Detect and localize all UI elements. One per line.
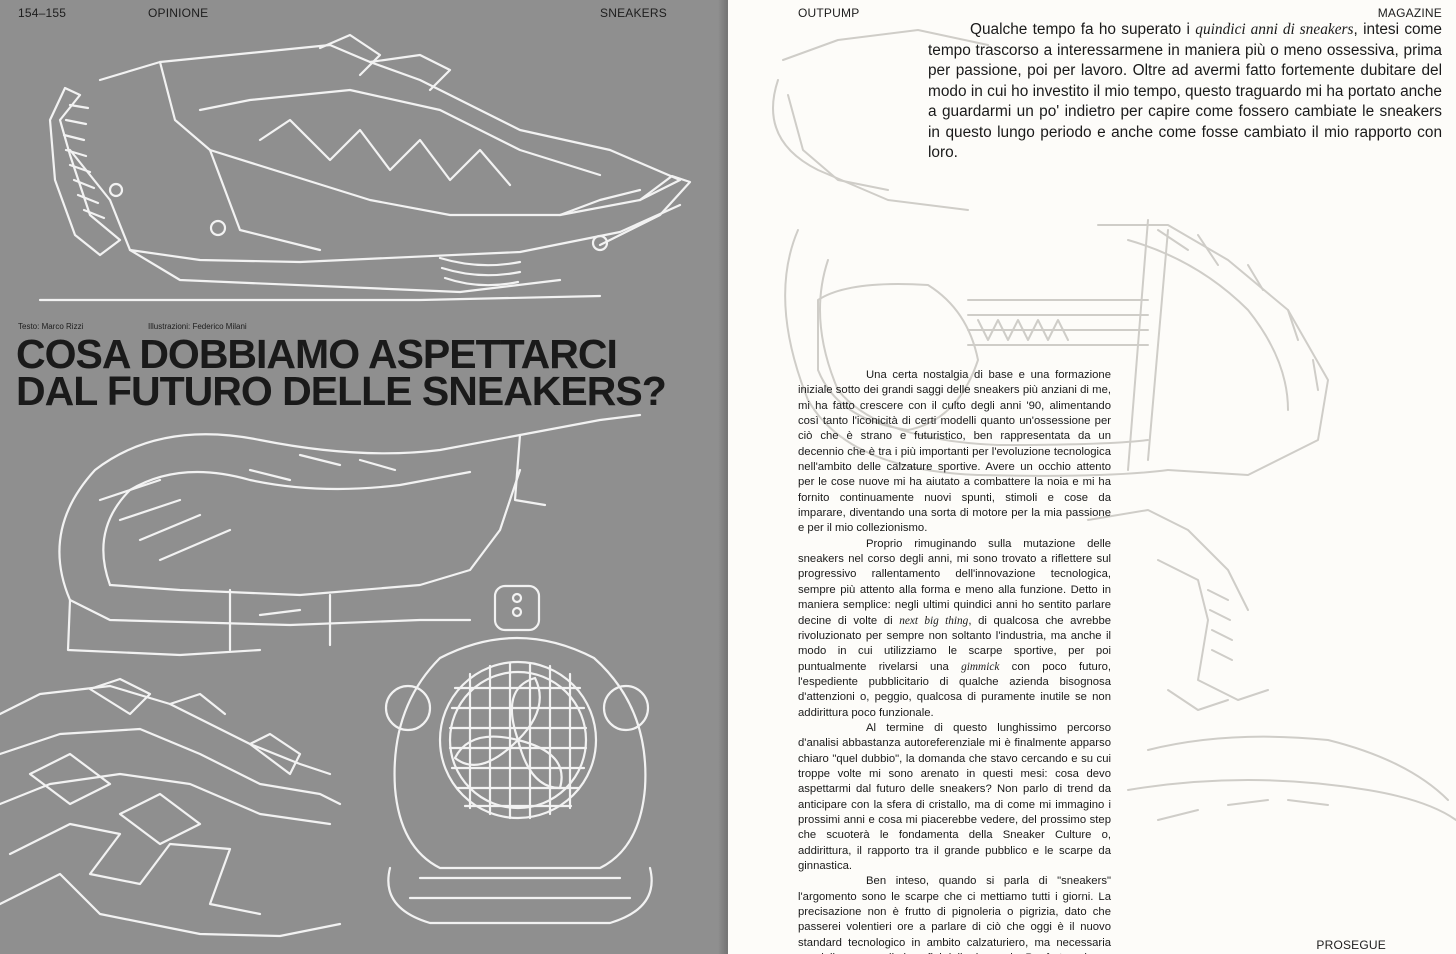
body-paragraph-1: Una certa nostalgia di base e una formaz… — [798, 369, 1111, 535]
headline-line-2: DAL FUTURO DELLE SNEAKERS? — [16, 368, 667, 414]
body-p2-italic-2: gimmick — [961, 660, 1000, 673]
page-numbers: 154–155 — [18, 6, 67, 20]
credit-writer: Testo: Marco Rizzi — [18, 322, 84, 331]
helmet-fan-sketch — [384, 584, 653, 925]
headline-line-1: COSA DOBBIAMO ASPETTARCI — [16, 331, 618, 377]
topic-label: SNEAKERS — [600, 6, 667, 20]
background-sole-sketches — [772, 29, 1456, 821]
intro-rest: , intesi come tempo trascorso a interess… — [928, 21, 1442, 161]
intro-lead: Qualche tempo fa ho superato i — [970, 21, 1196, 38]
body-paragraph-2: Proprio rimuginando sulla mutazione dell… — [798, 537, 1111, 721]
intro-italic: quindici anni di sneakers — [1195, 21, 1354, 38]
left-page: 154–155 OPINIONE SNEAKERS — [0, 0, 728, 954]
sole-sketch-middle — [58, 413, 642, 657]
sneaker-sketch-bottom-left — [0, 677, 342, 938]
sneaker-sketch-top — [38, 33, 692, 302]
body-p2-text-b: , di qualcosa che avrebbe rivoluzionato … — [798, 614, 1112, 673]
body-p2-text-a: Proprio rimuginando sulla mutazione dell… — [798, 537, 1111, 627]
body-p2-italic-1: next big thing — [899, 614, 969, 627]
credit-illustrator: Illustrazioni: Federico Milani — [148, 322, 247, 331]
magazine-label: MAGAZINE — [1377, 6, 1442, 20]
headline: COSA DOBBIAMO ASPETTARCI DAL FUTURO DELL… — [16, 334, 716, 412]
body-paragraph-4: Ben inteso, quando si parla di "sneakers… — [798, 875, 1111, 954]
section-label: OPINIONE — [148, 6, 209, 20]
publication-label: OUTPUMP — [798, 6, 860, 20]
body-p2-text-c: con poco futuro, l'espediente pubblicita… — [798, 660, 1112, 719]
body-text: Una certa nostalgia di base e una formaz… — [798, 368, 1111, 954]
continues-label: PROSEGUE — [1316, 938, 1386, 952]
intro-paragraph: Qualche tempo fa ho superato i quindici … — [928, 20, 1442, 164]
right-page: OUTPUMP MAGAZINE Qualche tempo fa ho sup… — [728, 0, 1456, 954]
body-paragraph-3: Al termine di questo lunghissimo percors… — [798, 721, 1111, 872]
